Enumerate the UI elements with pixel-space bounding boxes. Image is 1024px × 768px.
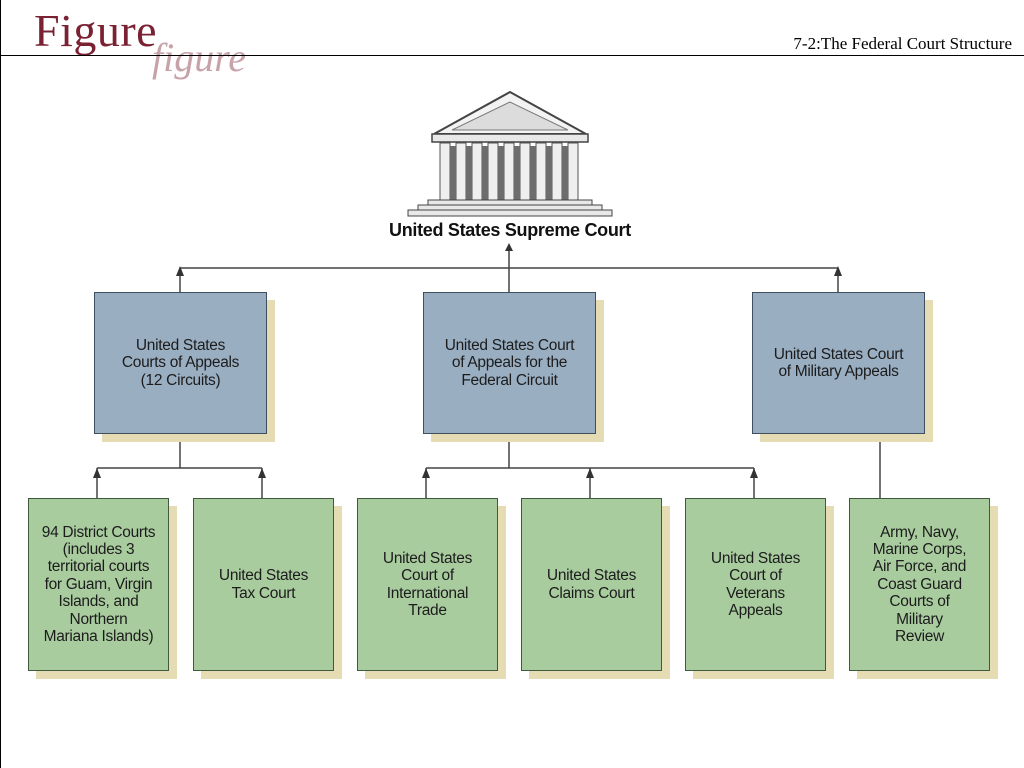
courts-of-appeals-label: United States Courts of Appeals (12 Circ… [121, 336, 240, 389]
veterans-appeals-box: United States Court of Veterans Appeals [685, 498, 826, 671]
military-review-label: Army, Navy, Marine Corps, Air Force, and… [872, 523, 967, 645]
tax-court-label: United States Tax Court [218, 567, 309, 602]
claims-court-box: United States Claims Court [521, 498, 662, 671]
figure-brand-script: figure [152, 35, 247, 80]
tax-court-box: United States Tax Court [193, 498, 334, 671]
district-courts-label: 94 District Courts (includes 3 territori… [41, 523, 156, 645]
veterans-appeals-label: United States Court of Veterans Appeals [710, 549, 801, 619]
claims-court-label: United States Claims Court [546, 567, 637, 602]
slide-title: 7-2:The Federal Court Structure [793, 34, 1012, 53]
federal-circuit-box: United States Court of Appeals for the F… [423, 292, 596, 434]
military-appeals-label: United States Court of Military Appeals [773, 345, 904, 380]
slide-left-border [0, 0, 1, 768]
supreme-court-label: United States Supreme Court [389, 220, 631, 240]
federal-circuit-label: United States Court of Appeals for the F… [444, 336, 575, 389]
courts-of-appeals-box: United States Courts of Appeals (12 Circ… [94, 292, 267, 434]
figure-brand-text: Figure [34, 5, 158, 56]
military-review-box: Army, Navy, Marine Corps, Air Force, and… [849, 498, 990, 671]
courthouse-icon [407, 90, 613, 217]
military-appeals-box: United States Court of Military Appeals [752, 292, 925, 434]
header-divider [0, 55, 1024, 56]
international-trade-box: United States Court of International Tra… [357, 498, 498, 671]
international-trade-label: United States Court of International Tra… [382, 549, 473, 619]
district-courts-box: 94 District Courts (includes 3 territori… [28, 498, 169, 671]
